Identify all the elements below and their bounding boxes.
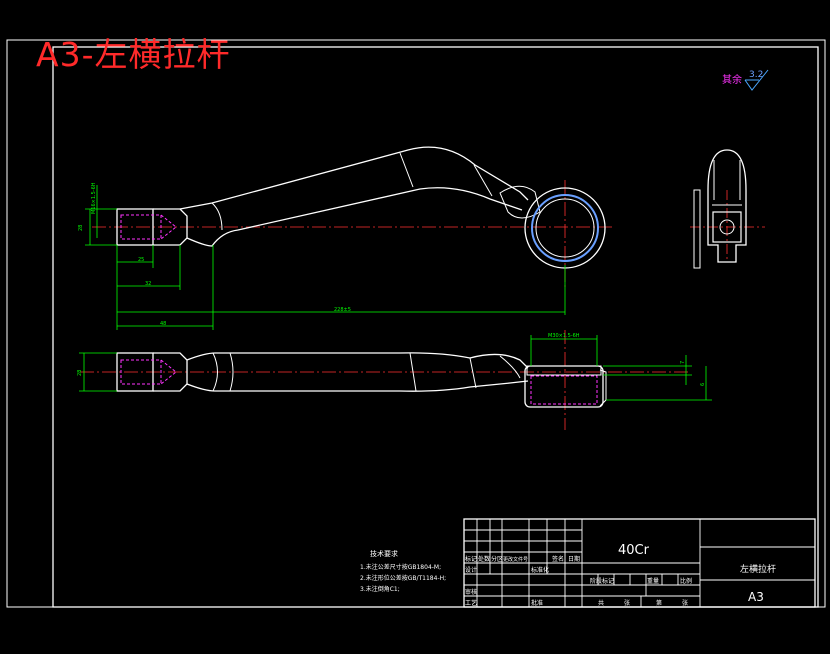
eye-edge-lines	[599, 369, 607, 407]
tb-sheet-2: 第	[656, 599, 662, 607]
inner-border	[52, 46, 819, 608]
dim-length: 228±5	[334, 307, 351, 313]
surface-finish-value: 3.2	[749, 70, 763, 80]
dim-6: 6	[700, 383, 706, 386]
sheet-title: A3-左横拉杆	[36, 35, 231, 74]
bottom-dimension-texts: 28 M30×1.5-6H 7 6	[77, 333, 706, 386]
tb-process-0: 工艺	[465, 599, 477, 607]
tb-sheet-3: 张	[682, 599, 688, 607]
eye-rim-top	[526, 365, 602, 376]
tb-sheet-1: 张	[624, 599, 630, 607]
arm-detail-lines	[211, 152, 493, 231]
side-flange-line	[693, 189, 701, 269]
side-bore-icon	[719, 219, 735, 235]
side-view	[690, 149, 765, 269]
side-inner-lines	[712, 160, 742, 206]
roughness-symbol-icon	[744, 69, 769, 91]
tb-mark-2: 分区	[491, 555, 503, 563]
notes-title: 技术要求	[370, 549, 398, 558]
front-dimension-texts: M16×1.5-6H 28 25 32 228±5 48	[78, 182, 351, 327]
tb-mark-1: 处数	[478, 555, 490, 563]
tb-stage-0: 阶段标记	[590, 577, 614, 585]
dim-thread-bottom: M30×1.5-6H	[548, 333, 580, 339]
left-thread-front	[120, 214, 162, 240]
bottom-left-end	[116, 352, 154, 392]
tb-stage-2: 比例	[680, 577, 692, 585]
front-dimensions	[85, 185, 566, 330]
tb-mark-4: 签名	[552, 555, 564, 563]
surface-finish-label: 其余	[722, 73, 742, 86]
bottom-dimensions	[79, 335, 712, 401]
tb-mark-3: 更改文件号	[503, 556, 528, 563]
tb-sheet-size: A3	[748, 590, 764, 604]
left-thread-bottom	[120, 359, 162, 385]
tb-check-0: 审核	[465, 588, 477, 596]
surface-finish-mark: 其余 3.2	[722, 69, 769, 91]
thread-tip-front	[160, 214, 177, 240]
front-view	[92, 146, 612, 290]
dim-32: 32	[145, 281, 151, 287]
dim-7: 7	[680, 361, 686, 364]
eye-thread-bottom	[530, 375, 598, 405]
eye-inner	[531, 194, 599, 262]
left-end-body	[116, 208, 154, 246]
bottom-shaft	[186, 352, 529, 392]
tb-mark-5: 日期	[568, 555, 580, 563]
thread-tip-bottom	[160, 359, 177, 385]
notes-item-0: 1.未注公差尺寸按GB1804-M;	[360, 563, 441, 571]
arm-boss	[499, 185, 541, 219]
tb-design-1: 标准化	[531, 566, 549, 574]
tb-sheet-0: 共	[598, 599, 604, 607]
outer-border	[6, 39, 826, 608]
tb-part-name: 左横拉杆	[740, 563, 776, 575]
dim-thread-front: M16×1.5-6H	[91, 182, 97, 214]
dim-dia-front: 28	[78, 225, 84, 231]
bottom-left-neck	[153, 352, 188, 392]
tb-material: 40Cr	[618, 543, 650, 558]
dim-48: 48	[160, 321, 166, 327]
title-block-grid	[463, 518, 816, 608]
left-end-neck	[153, 208, 188, 246]
arm-outline-front	[179, 146, 529, 247]
technical-notes: 技术要求 1.未注公差尺寸按GB1804-M; 2.未注形位公差按GB/T118…	[360, 549, 446, 593]
tb-process-1: 批准	[531, 599, 543, 607]
eye-bore	[535, 198, 595, 258]
side-boss	[712, 211, 742, 243]
notes-item-1: 2.未注形位公差按GB/T1184-H;	[360, 574, 446, 582]
dim-25: 25	[138, 257, 144, 263]
side-outline	[707, 149, 747, 263]
bottom-details	[212, 352, 521, 392]
tb-design-0: 设计	[465, 566, 477, 574]
title-block-texts: 标记 处数 分区 更改文件号 签名 日期 设计 标准化 审核 工艺 批准 阶段标…	[465, 543, 776, 607]
tb-stage-1: 重量	[647, 577, 659, 585]
bottom-view	[80, 330, 690, 430]
tb-mark-0: 标记	[465, 555, 477, 563]
notes-item-2: 3.未注倒角C1;	[360, 585, 400, 593]
dim-dia-bottom: 28	[77, 370, 83, 376]
